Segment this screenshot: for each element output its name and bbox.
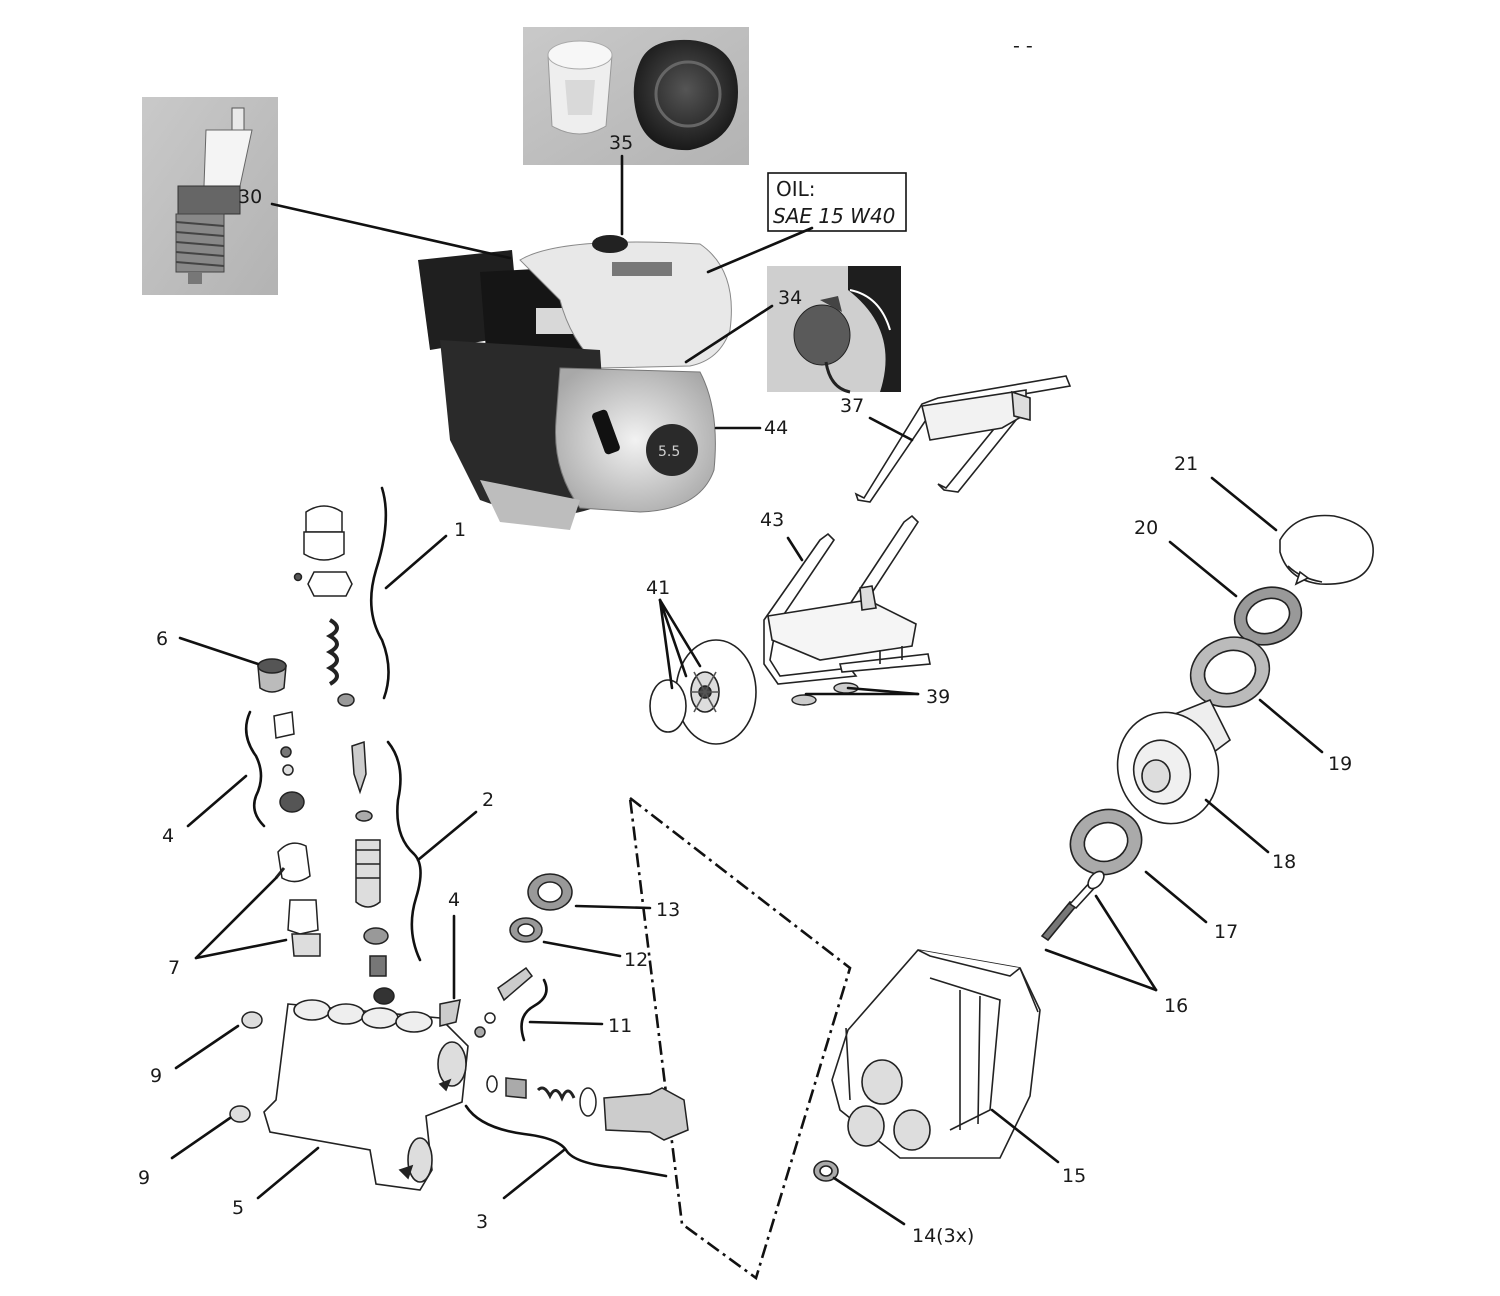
callout-15: 15 xyxy=(1062,1165,1086,1187)
unloader-valve-parts xyxy=(293,505,355,707)
callout-14: 14(3x) xyxy=(912,1225,974,1247)
injector-7 xyxy=(274,842,321,957)
oil-label-line1: OIL: xyxy=(776,177,816,201)
callout-4-right: 4 xyxy=(448,889,460,911)
callout-35: 35 xyxy=(609,132,633,154)
bypass-parts-3 xyxy=(486,1075,689,1141)
bearing-19 xyxy=(1189,636,1271,708)
swash-plate-18 xyxy=(1116,698,1232,825)
callout-12: 12 xyxy=(624,949,648,971)
callout-labels: 30 35 34 44 37 43 41 39 21 20 19 18 17 1… xyxy=(138,132,1352,1247)
callout-39: 39 xyxy=(926,686,950,708)
plugs-9 xyxy=(229,1011,263,1123)
callout-20: 20 xyxy=(1134,517,1158,539)
seal-14 xyxy=(813,1160,839,1182)
callout-7: 7 xyxy=(168,957,180,979)
leader-lines xyxy=(170,154,1324,1226)
callout-9-top: 9 xyxy=(150,1065,162,1087)
callout-21: 21 xyxy=(1174,453,1198,475)
oil-cap-photo xyxy=(767,266,901,394)
handle-assembly xyxy=(854,375,1072,503)
plunger-seal-12-13 xyxy=(509,873,573,943)
oil-spec-label: OIL: SAE 15 W40 xyxy=(767,172,907,232)
frame-assembly xyxy=(763,514,931,685)
callout-13: 13 xyxy=(656,899,680,921)
callout-9-bottom: 9 xyxy=(138,1167,150,1189)
piston-16 xyxy=(1040,870,1105,942)
bypass-parts-11 xyxy=(474,966,534,1038)
callout-3: 3 xyxy=(476,1211,488,1233)
nozzle-parts-2 xyxy=(351,740,395,1005)
pump-housing xyxy=(831,949,1041,1159)
rubber-feet xyxy=(791,682,859,706)
seal-ring-21 xyxy=(1279,514,1374,586)
callout-16: 16 xyxy=(1164,995,1188,1017)
callout-18: 18 xyxy=(1272,851,1296,873)
check-valve-4-right xyxy=(439,999,461,1027)
callout-34: 34 xyxy=(778,287,802,309)
header-mark: - - xyxy=(1013,35,1033,57)
callout-43: 43 xyxy=(760,509,784,531)
spark-plug-icon xyxy=(175,107,253,284)
callout-19: 19 xyxy=(1328,753,1352,775)
engine-photo: 5.5 xyxy=(418,235,732,530)
callout-5: 5 xyxy=(232,1197,244,1219)
manifold-5 xyxy=(263,999,469,1191)
callout-6: 6 xyxy=(156,628,168,650)
callout-41: 41 xyxy=(646,577,670,599)
valve-plug-6 xyxy=(257,658,287,693)
callout-2: 2 xyxy=(482,789,494,811)
callout-44: 44 xyxy=(764,417,788,439)
fuel-cap-photo xyxy=(523,27,749,165)
callout-37: 37 xyxy=(840,395,864,417)
check-valve-4-left xyxy=(273,711,305,813)
bearing-17 xyxy=(1069,808,1143,876)
callout-4-left: 4 xyxy=(162,825,174,847)
wheel xyxy=(649,639,757,745)
pump-kit-boundary xyxy=(628,795,852,1281)
svg-text:5.5: 5.5 xyxy=(658,444,680,460)
spark-plug-photo xyxy=(142,97,278,295)
engine-icon: 5.5 xyxy=(418,235,732,530)
oil-label-line2: SAE 15 W40 xyxy=(773,204,895,228)
oil-seal-20 xyxy=(1233,586,1303,646)
callout-17: 17 xyxy=(1214,921,1238,943)
callout-1: 1 xyxy=(454,519,466,541)
callout-30: 30 xyxy=(238,186,262,208)
oil-cap-icon xyxy=(793,266,901,394)
callout-11: 11 xyxy=(608,1015,632,1037)
fuel-cap-icon xyxy=(547,39,738,151)
